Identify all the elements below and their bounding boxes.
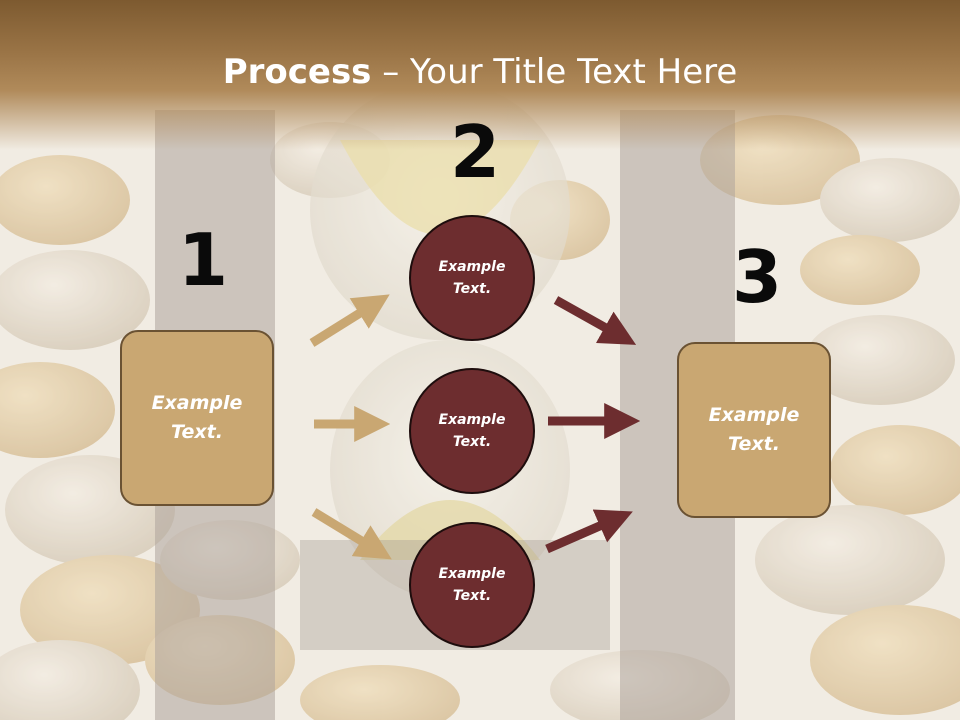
circle-middle: Example Text. — [409, 368, 535, 494]
title-bar — [0, 0, 960, 150]
slide-title: Process – Your Title Text Here — [0, 52, 960, 92]
circle-top: Example Text. — [409, 215, 535, 341]
step-number-1: 1 — [178, 218, 229, 302]
circle-top-text: Example Text. — [438, 258, 506, 297]
step-box-3-text: Example Text. — [708, 403, 800, 455]
circle-bottom: Example Text. — [409, 522, 535, 648]
step-number-2: 2 — [450, 110, 501, 194]
circle-bottom-text: Example Text. — [438, 565, 506, 604]
step-box-1-text: Example Text. — [151, 391, 243, 443]
step-number-3: 3 — [732, 235, 783, 319]
circle-middle-text: Example Text. — [438, 411, 506, 450]
step-box-1: Example Text. — [120, 330, 274, 506]
title-bold: Process — [222, 52, 372, 92]
title-rest: – Your Title Text Here — [371, 52, 738, 92]
step-box-3: Example Text. — [677, 342, 831, 518]
